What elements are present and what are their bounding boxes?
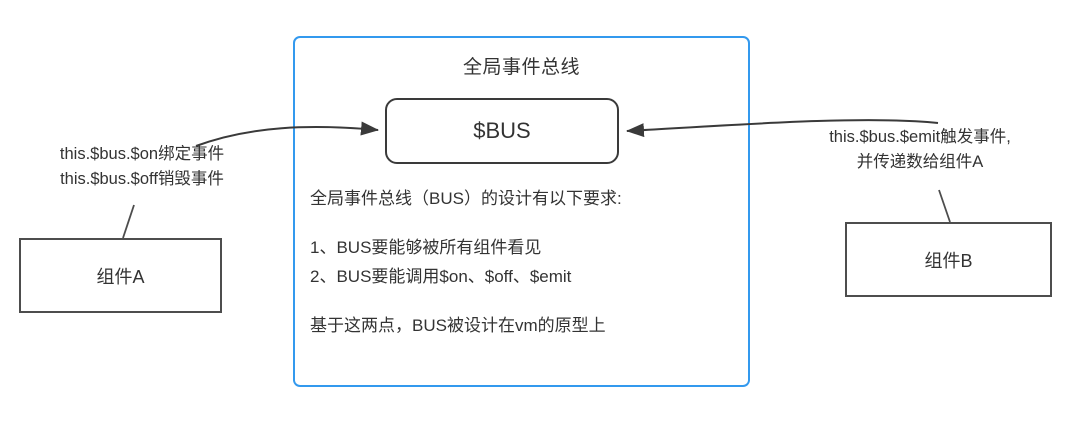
component-b-annotation-line-1: this.$bus.$emit触发事件, <box>829 128 1011 146</box>
requirements-block: 全局事件总线（BUS）的设计有以下要求: 1、BUS要能够被所有组件看见 2、B… <box>310 190 740 346</box>
component-b-annotation: this.$bus.$emit触发事件, 并传递数给组件A <box>780 125 1060 175</box>
component-a-node: 组件A <box>19 238 222 313</box>
component-b-label: 组件B <box>924 250 973 271</box>
bus-node: $BUS <box>385 98 619 164</box>
bus-node-label: $BUS <box>473 118 531 143</box>
component-a-annotation-line-2: this.$bus.$off销毁事件 <box>60 170 224 188</box>
spacer-1 <box>310 219 740 239</box>
requirement-item-1: 1、BUS要能够被所有组件看见 <box>310 238 542 257</box>
component-b-annotation-line-2: 并传递数给组件A <box>856 153 984 171</box>
component-a-label: 组件A <box>96 266 145 287</box>
component-a-annotation-line-1: this.$bus.$on绑定事件 <box>59 145 225 163</box>
leader-line-component-b <box>938 189 951 223</box>
component-a-annotation: this.$bus.$on绑定事件 this.$bus.$off销毁事件 <box>18 142 266 192</box>
component-b-node: 组件B <box>845 222 1052 297</box>
spacer-2 <box>310 297 740 317</box>
requirements-conclusion: 基于这两点，BUS被设计在vm的原型上 <box>310 316 606 335</box>
event-bus-container <box>293 36 750 387</box>
event-bus-title: 全局事件总线 <box>462 57 580 78</box>
leader-line-component-a <box>122 204 135 239</box>
requirement-item-2: 2、BUS要能调用$on、$off、$emit <box>310 267 572 286</box>
requirements-heading: 全局事件总线（BUS）的设计有以下要求: <box>310 189 622 208</box>
